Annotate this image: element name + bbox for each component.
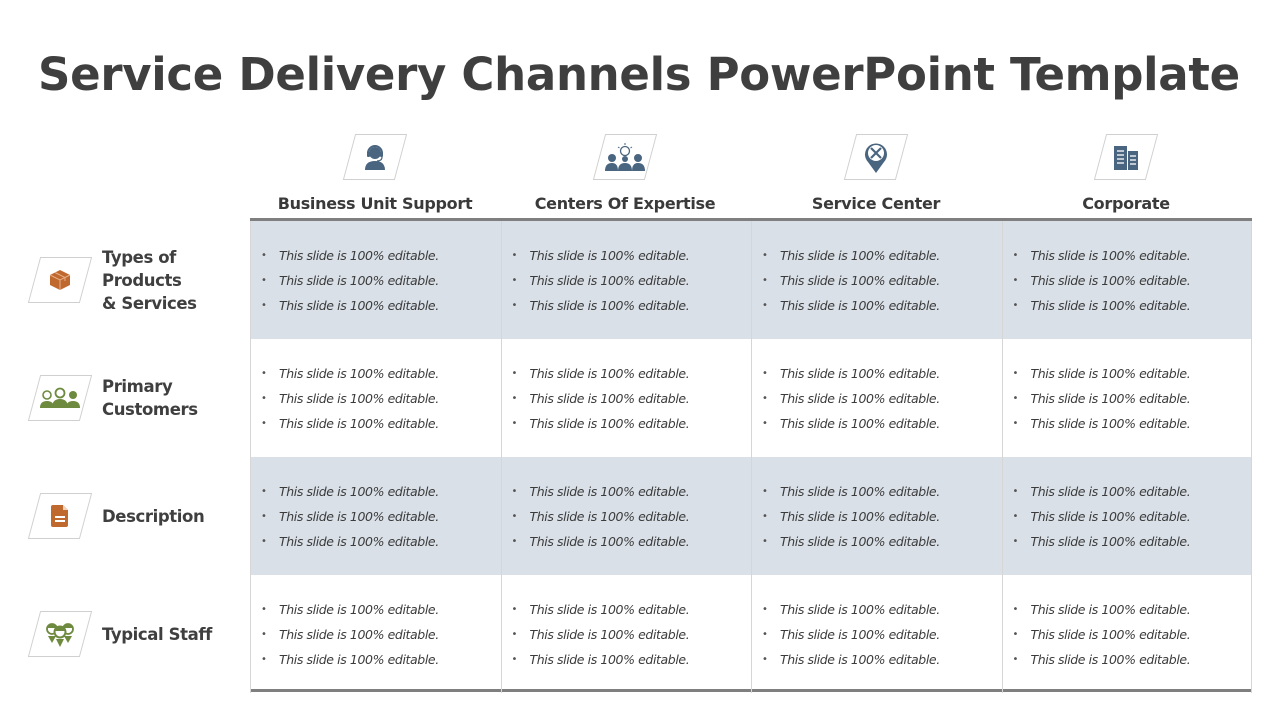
row-label-line: Primary <box>102 377 173 396</box>
bullet-item: •This slide is 100% editable. <box>762 365 940 381</box>
table-cell: •This slide is 100% editable. •This slid… <box>1001 575 1252 693</box>
bullet-item: •This slide is 100% editable. <box>762 272 940 288</box>
row-label-line: Types of Products <box>102 247 182 290</box>
table-row-description: •This slide is 100% editable. •This slid… <box>250 457 1252 575</box>
table-cell: •This slide is 100% editable. •This slid… <box>500 575 752 693</box>
table-cell: •This slide is 100% editable. •This slid… <box>250 339 501 457</box>
table-cell: •This slide is 100% editable. •This slid… <box>250 221 501 339</box>
row-label-line: Typical Staff <box>102 624 212 644</box>
column-label: Service Center <box>811 194 941 213</box>
bullet-item: •This slide is 100% editable. <box>261 390 439 406</box>
bullet-item: •This slide is 100% editable. <box>511 601 690 617</box>
bullet-item: •This slide is 100% editable. <box>762 508 940 524</box>
table-cell: •This slide is 100% editable. •This slid… <box>751 457 1002 575</box>
column-label: Centers Of Expertise <box>534 194 716 213</box>
bullet-item: •This slide is 100% editable. <box>1012 601 1191 617</box>
bullet-item: •This slide is 100% editable. <box>261 272 439 288</box>
table-cell: •This slide is 100% editable. •This slid… <box>250 457 501 575</box>
bullet-item: •This slide is 100% editable. <box>511 390 690 406</box>
row-label-line: & Services <box>102 293 197 313</box>
bullet-item: •This slide is 100% editable. <box>511 533 690 549</box>
bullet-item: •This slide is 100% editable. <box>261 415 439 431</box>
team-idea-icon <box>599 134 651 180</box>
column-header-centers-of-expertise: Centers Of Expertise <box>500 128 750 218</box>
bullet-item: •This slide is 100% editable. <box>1012 390 1191 406</box>
bullet-item: •This slide is 100% editable. <box>762 626 940 642</box>
bullet-item: •This slide is 100% editable. <box>1012 247 1191 263</box>
row-label-line: Customers <box>102 400 198 419</box>
bullet-item: •This slide is 100% editable. <box>261 651 439 667</box>
table-row-types-of-products: •This slide is 100% editable. •This slid… <box>250 221 1252 339</box>
table-cell: •This slide is 100% editable. •This slid… <box>751 221 1002 339</box>
bullet-item: •This slide is 100% editable. <box>261 601 439 617</box>
customers-group-icon <box>34 375 86 421</box>
bullet-item: •This slide is 100% editable. <box>511 483 690 499</box>
table-cell: •This slide is 100% editable. •This slid… <box>751 339 1002 457</box>
bullet-item: •This slide is 100% editable. <box>762 533 940 549</box>
bullet-item: •This slide is 100% editable. <box>261 533 439 549</box>
bullet-item: •This slide is 100% editable. <box>1012 297 1191 313</box>
bullet-item: •This slide is 100% editable. <box>261 483 439 499</box>
table-cell: •This slide is 100% editable. •This slid… <box>1001 457 1252 575</box>
bullet-item: •This slide is 100% editable. <box>511 297 690 313</box>
bullet-item: •This slide is 100% editable. <box>1012 651 1191 667</box>
row-label-primary-customers: Primary Customers <box>28 339 248 457</box>
column-label: Corporate <box>1082 194 1170 213</box>
bullet-item: •This slide is 100% editable. <box>511 626 690 642</box>
column-header-corporate: Corporate <box>1001 128 1251 218</box>
bullet-item: •This slide is 100% editable. <box>762 390 940 406</box>
row-label-description: Description <box>28 457 248 575</box>
bullet-item: •This slide is 100% editable. <box>511 415 690 431</box>
bullet-item: •This slide is 100% editable. <box>511 272 690 288</box>
table-cell: •This slide is 100% editable. •This slid… <box>500 457 752 575</box>
bullet-item: •This slide is 100% editable. <box>762 247 940 263</box>
bullet-item: •This slide is 100% editable. <box>762 297 940 313</box>
bullet-item: •This slide is 100% editable. <box>1012 533 1191 549</box>
row-label-line: Description <box>102 506 205 526</box>
table-cell: •This slide is 100% editable. •This slid… <box>1001 339 1252 457</box>
row-label-typical-staff: Typical Staff <box>28 575 248 693</box>
bullet-item: •This slide is 100% editable. <box>1012 508 1191 524</box>
headset-agent-icon <box>349 134 401 180</box>
document-icon <box>34 493 86 539</box>
bullet-item: •This slide is 100% editable. <box>1012 626 1191 642</box>
column-header-business-unit-support: Business Unit Support <box>250 128 500 218</box>
table-cell: •This slide is 100% editable. •This slid… <box>250 575 501 693</box>
bullet-item: •This slide is 100% editable. <box>762 415 940 431</box>
bullet-item: •This slide is 100% editable. <box>762 483 940 499</box>
bullet-item: •This slide is 100% editable. <box>1012 483 1191 499</box>
bullet-item: •This slide is 100% editable. <box>261 626 439 642</box>
package-box-icon <box>34 257 86 303</box>
table-cell: •This slide is 100% editable. •This slid… <box>500 221 752 339</box>
table-row-typical-staff: •This slide is 100% editable. •This slid… <box>250 575 1252 693</box>
bullet-item: •This slide is 100% editable. <box>511 508 690 524</box>
channels-table: •This slide is 100% editable. •This slid… <box>250 218 1252 693</box>
bullet-item: •This slide is 100% editable. <box>261 508 439 524</box>
bullet-item: •This slide is 100% editable. <box>511 365 690 381</box>
table-cell: •This slide is 100% editable. •This slid… <box>751 575 1002 693</box>
bullet-item: •This slide is 100% editable. <box>762 651 940 667</box>
bullet-item: •This slide is 100% editable. <box>1012 272 1191 288</box>
tools-location-pin-icon <box>850 134 902 180</box>
column-label: Business Unit Support <box>277 194 473 213</box>
bullet-item: •This slide is 100% editable. <box>511 247 690 263</box>
staff-group-icon <box>34 611 86 657</box>
table-cell: •This slide is 100% editable. •This slid… <box>1001 221 1252 339</box>
slide-title: Service Delivery Channels PowerPoint Tem… <box>38 48 1240 101</box>
bullet-item: •This slide is 100% editable. <box>261 365 439 381</box>
bullet-item: •This slide is 100% editable. <box>261 297 439 313</box>
office-building-icon <box>1100 134 1152 180</box>
table-row-primary-customers: •This slide is 100% editable. •This slid… <box>250 339 1252 457</box>
column-header-service-center: Service Center <box>751 128 1001 218</box>
bullet-item: •This slide is 100% editable. <box>261 247 439 263</box>
bullet-item: •This slide is 100% editable. <box>1012 365 1191 381</box>
bullet-item: •This slide is 100% editable. <box>511 651 690 667</box>
bullet-item: •This slide is 100% editable. <box>762 601 940 617</box>
row-label-types-of-products: Types of Products & Services <box>28 221 248 339</box>
bullet-item: •This slide is 100% editable. <box>1012 415 1191 431</box>
table-cell: •This slide is 100% editable. •This slid… <box>500 339 752 457</box>
